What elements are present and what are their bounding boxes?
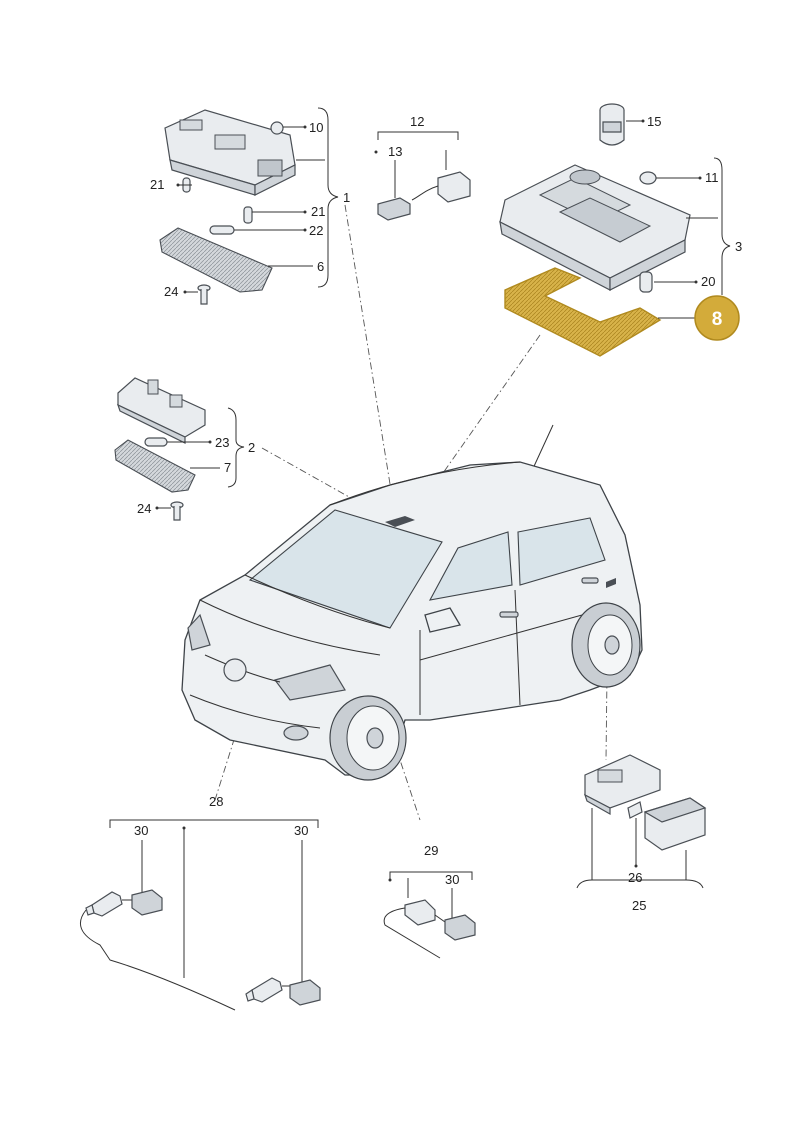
lens-6 <box>159 227 273 293</box>
label-12: 12 <box>410 114 424 129</box>
headlight-left <box>187 613 211 651</box>
label-1: 1 <box>343 190 350 205</box>
connector-30-middle <box>444 914 476 941</box>
badge-label-8: 8 <box>712 309 723 330</box>
group-25-module <box>576 754 707 889</box>
bulb-26 <box>627 801 643 819</box>
headlight-right <box>273 664 346 701</box>
label-26: 26 <box>628 870 642 885</box>
foam-pad-8-highlighted <box>504 267 662 357</box>
group-2-interior-light <box>114 377 245 521</box>
connector-30-left <box>131 889 163 916</box>
label-15: 15 <box>647 114 661 129</box>
label-21-left: 21 <box>150 177 164 192</box>
highlight-badge-8 <box>694 295 740 341</box>
connector-plug-12 <box>437 171 471 203</box>
label-30-right: 30 <box>294 823 308 838</box>
group-29-harness <box>383 871 476 959</box>
label-24-middle: 24 <box>137 501 151 516</box>
clip-11 <box>639 171 657 185</box>
label-7: 7 <box>224 460 231 475</box>
label-2: 2 <box>248 440 255 455</box>
connector-30-right <box>289 979 321 1006</box>
label-6: 6 <box>317 259 324 274</box>
lens-7 <box>114 439 196 493</box>
front-side-window <box>428 531 513 601</box>
label-11: 11 <box>705 170 719 185</box>
label-30-middle: 30 <box>445 872 459 887</box>
label-22: 22 <box>309 223 323 238</box>
label-25: 25 <box>632 898 646 913</box>
label-10: 10 <box>309 120 323 135</box>
bulb-20 <box>639 271 653 293</box>
switch-15 <box>599 103 625 146</box>
bulb-socket-29 <box>404 899 436 926</box>
connector-13 <box>377 197 411 221</box>
group-12-connector <box>374 131 471 221</box>
label-21-right: 21 <box>311 204 325 219</box>
group-3-interior-light <box>499 103 740 357</box>
label-3: 3 <box>735 239 742 254</box>
screw-24-middle <box>170 501 184 521</box>
rear-wheel <box>571 602 641 688</box>
bulb-socket-left <box>91 891 123 917</box>
side-mirror <box>424 607 462 633</box>
car-body <box>181 461 643 776</box>
festoon-bulb-23 <box>144 437 168 447</box>
group-28-harness <box>79 819 321 1011</box>
label-29: 29 <box>424 843 438 858</box>
festoon-bulb-22 <box>209 225 235 235</box>
windshield <box>248 509 443 629</box>
label-13: 13 <box>388 144 402 159</box>
rear-side-window <box>517 517 606 586</box>
screw-24-top <box>197 284 211 305</box>
label-20: 20 <box>701 274 715 289</box>
label-28: 28 <box>209 794 223 809</box>
label-30-left: 30 <box>134 823 148 838</box>
vw-logo <box>223 658 247 682</box>
label-24-top: 24 <box>164 284 178 299</box>
bulb-socket-right <box>251 977 283 1003</box>
bulb-21-right <box>243 206 253 224</box>
clip-10 <box>270 121 284 135</box>
group-1-interior-light <box>159 107 339 305</box>
label-23: 23 <box>215 435 229 450</box>
callout-labels: 10 21 21 22 6 24 1 12 13 15 11 3 20 8 23… <box>134 114 742 913</box>
car-vw-up <box>181 424 643 781</box>
front-wheel <box>329 695 407 781</box>
